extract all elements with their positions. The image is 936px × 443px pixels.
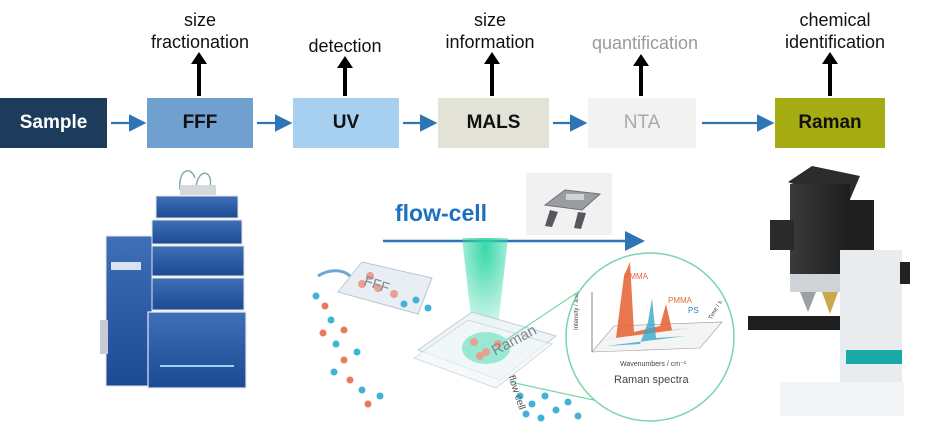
spectrum-callout: [505, 252, 735, 422]
nta-box: NTA: [588, 98, 696, 148]
spectrum-peak-label-2: PMMA: [668, 296, 692, 305]
spectrum-xlabel: Wavenumbers / cm⁻¹: [620, 361, 687, 368]
flowcell-label: flow-cell: [395, 200, 488, 226]
spectrum-caption: Raman spectra: [614, 374, 689, 386]
raman-output-line2: identification: [784, 32, 886, 52]
uv-output-line1: detection: [308, 36, 382, 56]
spectrum-peak-label-1: PMMA: [624, 272, 648, 281]
particles: [312, 292, 582, 422]
fff-output-line1: size: [183, 10, 216, 30]
sample-box: Sample: [0, 98, 107, 148]
nta-output-label: quantification: [575, 32, 715, 54]
fff-box: FFF: [147, 98, 253, 148]
raman-output-label: chemical identification: [760, 9, 910, 53]
raman-box: Raman: [775, 98, 885, 148]
flowcell-slab-illustration: [412, 311, 558, 389]
nta-output-line1: quantification: [591, 33, 699, 53]
raman-output-line1: chemical: [799, 10, 871, 30]
output-arrows: [191, 52, 838, 96]
raman-microscope-image: [748, 166, 910, 416]
flowcell-hardware-image: [526, 173, 612, 235]
fff-output-label: size fractionation: [130, 9, 270, 53]
fff-channel-illustration: [317, 261, 433, 315]
fff-instrument-image: [100, 170, 247, 389]
mals-box: MALS: [438, 98, 549, 148]
uv-output-label: detection: [280, 35, 410, 57]
mals-output-label: size information: [420, 9, 560, 53]
mals-output-line2: information: [445, 32, 535, 52]
spectrum-peak-label-3: PS: [688, 306, 699, 315]
mals-output-line1: size: [473, 10, 506, 30]
spectrum-ylabel: Intensity / a.u.: [574, 292, 580, 330]
uv-box: UV: [293, 98, 399, 148]
fff-output-line2: fractionation: [150, 32, 250, 52]
